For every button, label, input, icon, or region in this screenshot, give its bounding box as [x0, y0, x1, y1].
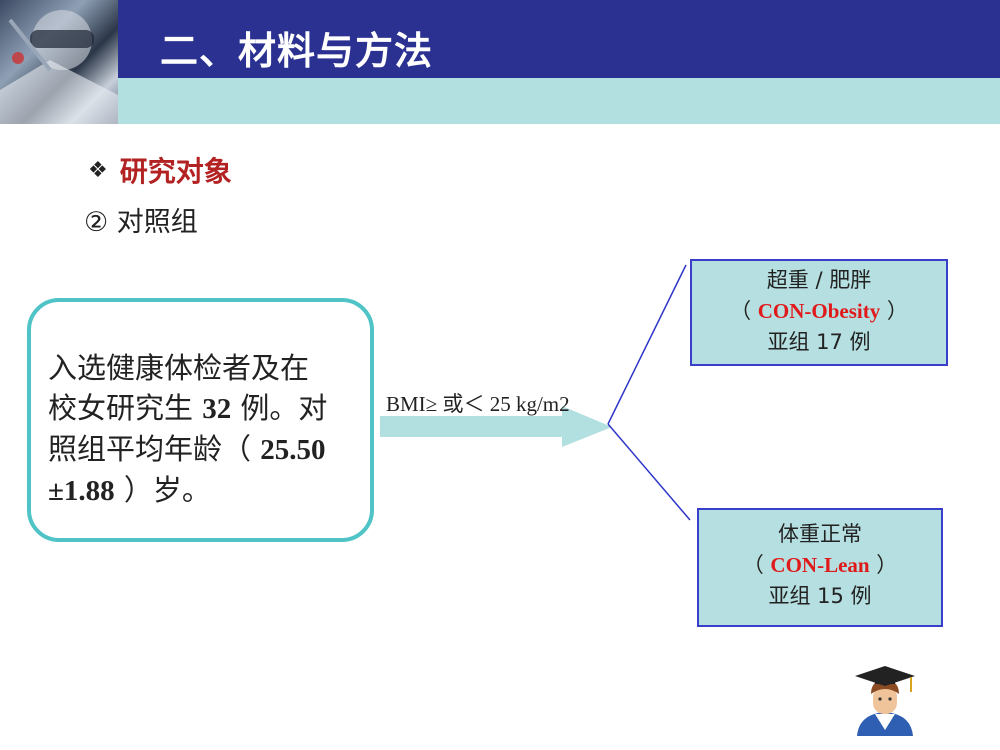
diamond-bullet-icon: ❖ [88, 157, 108, 183]
graduate-avatar-icon [849, 664, 921, 736]
sub-heading: ② 对照组 [84, 207, 198, 238]
group-box-lean: 体重正常 （ CON-Lean ） 亚组 15 例 [697, 508, 943, 627]
main-description-text: 入选健康体检者及在 校女研究生 32 例。对 照组平均年龄（ 25.50 ±1.… [48, 348, 378, 511]
group-lean-title: 体重正常 [778, 522, 862, 546]
group-lean-count: 亚组 15 例 [768, 584, 872, 608]
branch-line-bottom [607, 423, 691, 521]
main-line-3: 照组平均年龄（ 25.50 [48, 432, 326, 466]
header-strip [0, 78, 1000, 124]
arrow-label: BMI≥ 或＜ 25 kg/m2 [386, 392, 570, 416]
flow-arrow [380, 406, 612, 447]
group-box-obesity: 超重 / 肥胖 （ CON-Obesity ） 亚组 17 例 [690, 259, 948, 366]
bullet-line: ❖ 研究对象 [88, 150, 232, 190]
main-line-4: ±1.88 ）岁。 [48, 473, 211, 507]
group-obesity-title: 超重 / 肥胖 [766, 268, 872, 292]
branch-line-top [607, 264, 687, 425]
group-obesity-count: 亚组 17 例 [767, 330, 871, 354]
group-lean-label: （ CON-Lean ） [742, 553, 898, 577]
main-line-1: 入选健康体检者及在 [48, 351, 310, 385]
bullet-text: 研究对象 [119, 155, 232, 188]
slide-title: 二、材料与方法 [160, 29, 434, 73]
header-photo-scientist [0, 0, 118, 124]
main-line-2: 校女研究生 32 例。对 [48, 391, 328, 425]
main-description-box [27, 298, 374, 542]
group-obesity-label: （ CON-Obesity ） [730, 299, 908, 323]
header-band [0, 0, 1000, 78]
